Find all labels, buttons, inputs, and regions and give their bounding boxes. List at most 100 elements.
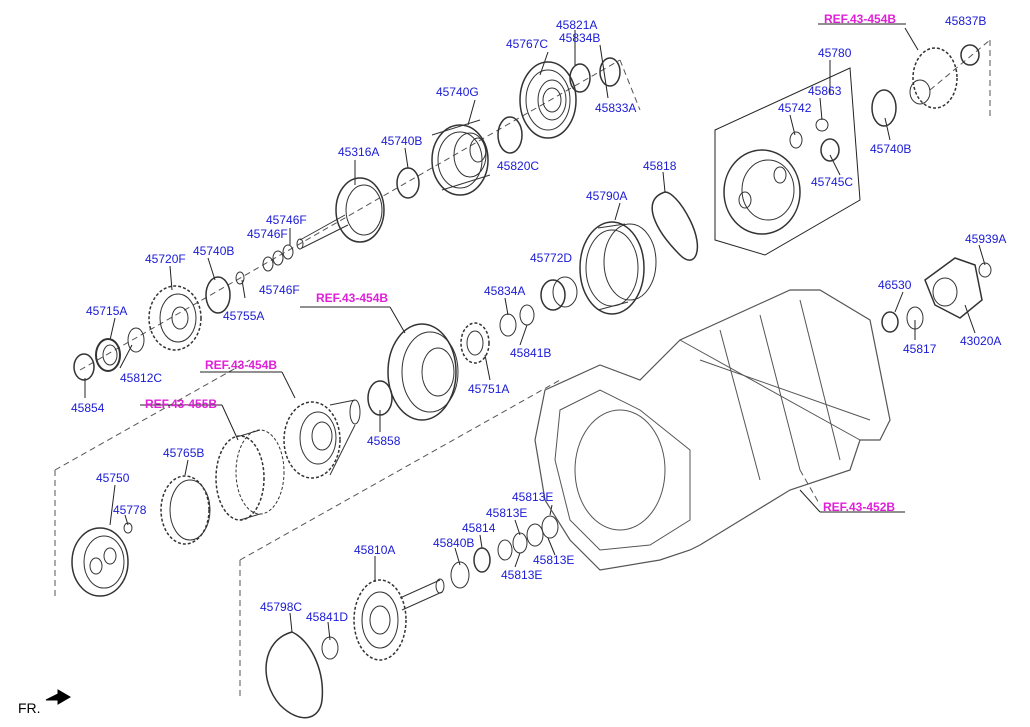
front-direction-label: FR. [18, 700, 41, 716]
label-45745C: 45745C [811, 175, 854, 189]
pin-45863 [815, 118, 829, 132]
label-45840B: 45840B [433, 536, 475, 550]
clutch-pack-455B [215, 429, 285, 521]
ring-45834A [499, 313, 517, 337]
label-45813E-d: 45813E [501, 568, 543, 582]
bearing-45715A [95, 338, 121, 372]
label-45798C: 45798C [260, 600, 303, 614]
washer-45813E-a [541, 515, 559, 539]
label-45813E-c: 45813E [533, 553, 575, 567]
snap-ring-45798C [265, 631, 324, 719]
ref-43-452B[interactable]: REF.43-452B [823, 500, 896, 514]
washer-45746F-c [282, 244, 294, 260]
hub-ref454B [283, 399, 361, 479]
leader-lines [84, 23, 986, 641]
label-45834B: 45834B [559, 31, 601, 45]
label-45834A: 45834A [484, 284, 526, 298]
ring-45812C [127, 327, 145, 353]
label-45837B: 45837B [945, 14, 987, 28]
washer-45813E-d [497, 539, 513, 561]
label-45720F: 45720F [145, 252, 186, 266]
washer-45813E-b [526, 523, 544, 547]
ring-45833A [599, 57, 621, 87]
disk-mid [387, 323, 459, 421]
label-45841D: 45841D [306, 610, 349, 624]
label-45740B-top: 45740B [381, 134, 423, 148]
label-45746F-c: 45746F [259, 283, 300, 297]
label-45814: 45814 [462, 521, 496, 535]
ref-43-455B[interactable]: REF.43-455B [145, 397, 218, 411]
label-45746F-b: 45746F [247, 227, 288, 241]
output-45810A [353, 578, 445, 661]
label-45778: 45778 [113, 503, 147, 517]
assembly-axis-lines [54, 39, 991, 700]
label-45740G: 45740G [436, 85, 479, 99]
planetary-45750 [71, 527, 129, 597]
yoke-43020A [924, 257, 983, 319]
label-45841B: 45841B [510, 346, 552, 360]
ring-45820C [497, 116, 523, 154]
gear-45772D [540, 276, 578, 311]
ref-43-454B-mid[interactable]: REF.43-454B [316, 291, 389, 305]
shaft-45316A [296, 177, 385, 250]
ring-45841D [321, 636, 339, 660]
planet-carrier-frame [714, 67, 861, 256]
washer-45778 [123, 522, 133, 534]
carrier-45780 [723, 149, 801, 235]
nut-45939A [978, 262, 992, 278]
label-43020A: 43020A [960, 334, 1002, 348]
ref-43-454B-top[interactable]: REF.43-454B [824, 12, 897, 26]
ring-45840B [450, 561, 470, 589]
front-arrow-icon [45, 689, 71, 705]
label-45858: 45858 [367, 434, 401, 448]
label-45740B-right: 45740B [870, 142, 912, 156]
ring-45740B-top [396, 167, 420, 199]
label-45742: 45742 [778, 101, 812, 115]
ref-43-454B-left[interactable]: REF.43-454B [205, 358, 278, 372]
bearing-45814 [473, 547, 491, 573]
ring-45858 [367, 380, 393, 416]
label-45772D: 45772D [530, 251, 573, 265]
label-45833A: 45833A [595, 101, 637, 115]
gear-45767C [519, 61, 577, 139]
label-45790A: 45790A [586, 189, 628, 203]
label-45740B-left: 45740B [193, 244, 235, 258]
label-45750: 45750 [96, 471, 130, 485]
label-45817: 45817 [903, 342, 937, 356]
gear-45751A [460, 322, 490, 364]
ring-gear-45790A [579, 221, 657, 315]
gear-45720F [148, 285, 202, 351]
ring-45841B [519, 304, 535, 326]
ring-45854 [73, 353, 95, 381]
label-45765B: 45765B [163, 446, 205, 460]
transmission-case [534, 289, 891, 571]
label-45820C: 45820C [497, 159, 540, 173]
ring-45837B [960, 44, 980, 66]
label-45715A: 45715A [86, 304, 128, 318]
label-46530: 46530 [878, 278, 912, 292]
drum-45740G [431, 119, 491, 196]
label-45863: 45863 [808, 84, 842, 98]
ring-45765B [160, 475, 211, 545]
washer-45746F-a [262, 256, 274, 272]
label-45813E-a: 45813E [512, 490, 554, 504]
label-45767C: 45767C [506, 37, 549, 51]
label-45821A: 45821A [556, 18, 598, 32]
label-45810A: 45810A [354, 543, 396, 557]
label-45854: 45854 [71, 401, 105, 415]
label-45746F-a: 45746F [266, 213, 307, 227]
seal-46530 [881, 311, 899, 333]
label-45939A: 45939A [965, 232, 1007, 246]
ring-45834B [569, 63, 591, 93]
label-45316A: 45316A [338, 145, 380, 159]
ring-45740B-left [205, 276, 231, 314]
washer-45813E-c [512, 532, 528, 554]
gear-45742 [789, 131, 803, 149]
gear-45837B [909, 47, 958, 109]
label-45751A: 45751A [468, 382, 510, 396]
snap-ring-45818 [651, 191, 699, 261]
label-45780: 45780 [818, 46, 852, 60]
washer-45755A [235, 271, 245, 285]
